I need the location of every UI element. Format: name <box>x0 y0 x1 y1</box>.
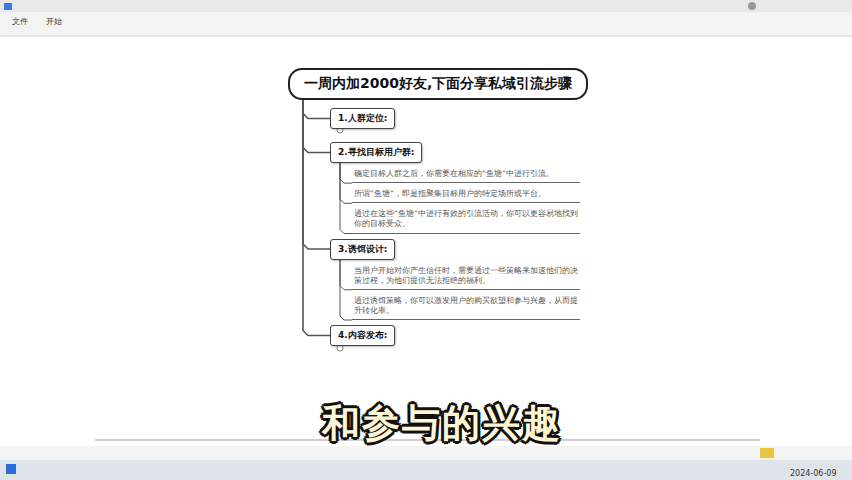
status-bar <box>0 446 852 460</box>
node-text: 通过在这些“鱼塘”中进行有效的引流活动，你可以更容易地找到你的目标受众。 <box>354 209 578 229</box>
branch-connector <box>340 163 352 203</box>
branch-topic: 2.寻找目标用户群: <box>330 142 422 163</box>
subtopic-text: 所谓“鱼塘”，即是指聚集目标用户的特定场所或平台。 <box>352 188 580 203</box>
branch-connector <box>303 100 330 153</box>
node-text: 所谓“鱼塘”，即是指聚集目标用户的特定场所或平台。 <box>354 189 578 199</box>
subtopic-text: 确定目标人群之后，你需要在相应的“鱼塘”中进行引流。 <box>352 168 580 183</box>
start-button <box>6 464 16 474</box>
node-text: 一周内加2000好友,下面分享私域引流步骤 <box>304 75 572 93</box>
node-text: 3.诱饵设计: <box>338 243 387 256</box>
branch-connector <box>340 163 352 234</box>
branch-topic: 3.诱饵设计: <box>330 239 395 260</box>
node-text: 4.内容发布: <box>338 329 387 342</box>
node-text: 确定目标人群之后，你需要在相应的“鱼塘”中进行引流。 <box>354 169 578 179</box>
node-text: 当用户开始对你产生信任时，需要通过一些策略来加速他们的决策过程，为他们提供无法拒… <box>354 266 578 286</box>
subtopic-text: 当用户开始对你产生信任时，需要通过一些策略来加速他们的决策过程，为他们提供无法拒… <box>352 265 580 290</box>
user-avatar <box>748 2 756 10</box>
toolbar-divider <box>0 36 852 37</box>
branch-connector <box>340 260 352 321</box>
video-subtitle: 和参与的兴趣 <box>322 398 562 449</box>
node-text: 2.寻找目标用户群: <box>338 146 414 159</box>
menu-item: 开始 <box>46 16 62 27</box>
title-bar <box>0 0 852 12</box>
app-icon <box>4 3 12 10</box>
branch-topic: 4.内容发布: <box>330 325 395 346</box>
branch-connector <box>303 100 330 336</box>
branch-connector <box>340 260 352 290</box>
subtopic-text: 通过诱饵策略，你可以激发用户的购买欲望和参与兴趣，从而提升转化率。 <box>352 295 580 320</box>
taskbar <box>0 460 852 480</box>
branch-topic: 1.人群定位: <box>330 108 395 129</box>
status-icon <box>760 448 774 458</box>
node-text: 1.人群定位: <box>338 112 387 125</box>
taskbar-date: 2024-06-09 <box>790 469 837 478</box>
toolbar-band <box>0 0 852 36</box>
branch-connector <box>340 163 352 183</box>
subtopic-text: 通过在这些“鱼塘”中进行有效的引流活动，你可以更容易地找到你的目标受众。 <box>352 208 580 233</box>
branch-connector <box>303 100 330 119</box>
node-text: 通过诱饵策略，你可以激发用户的购买欲望和参与兴趣，从而提升转化率。 <box>354 296 578 316</box>
branch-connector <box>303 100 330 249</box>
menu-item: 文件 <box>12 16 28 27</box>
root-topic: 一周内加2000好友,下面分享私域引流步骤 <box>288 68 588 100</box>
